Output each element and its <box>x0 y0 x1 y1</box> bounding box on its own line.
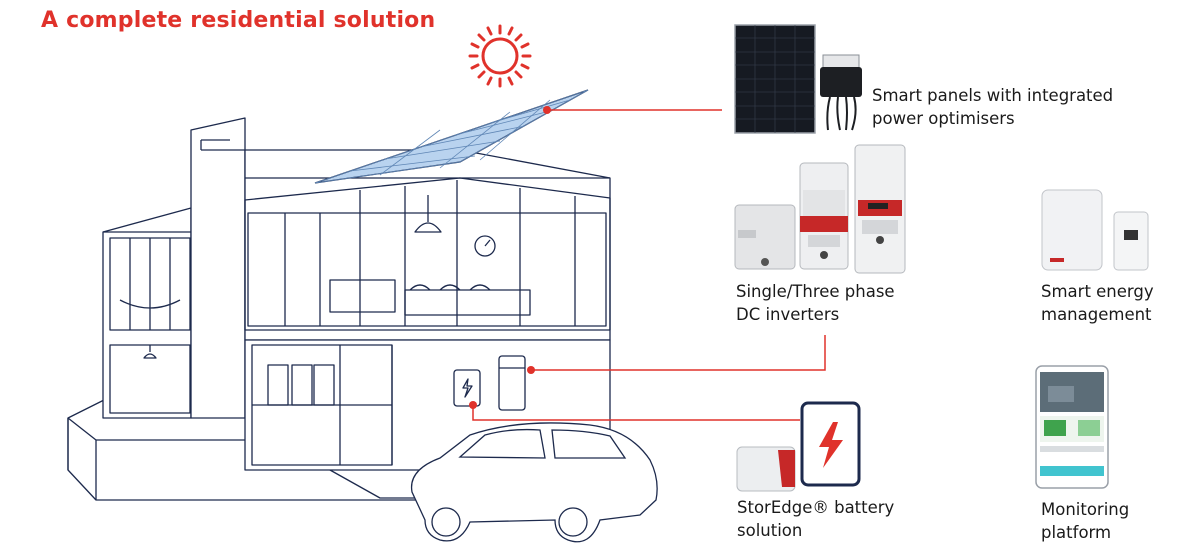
inverters-label: Single/Three phase DC inverters <box>736 280 895 326</box>
battery-connector-dot <box>469 401 477 409</box>
roof-solar-array <box>314 89 589 184</box>
monitoring-label: Monitoring platform <box>1041 498 1129 544</box>
power-optimizer-icon <box>820 54 862 131</box>
panels-label-line1: Smart panels with integrated <box>872 86 1114 105</box>
sun-icon <box>468 24 532 88</box>
battery-label: StorEdge® battery solution <box>737 496 894 542</box>
panels-label: Smart panels with integrated power optim… <box>872 84 1113 130</box>
page-title: A complete residential solution <box>41 8 436 33</box>
inverter-connector-dot <box>527 366 535 374</box>
connector-lines <box>472 109 826 421</box>
monitoring-label-line1: Monitoring <box>1041 500 1130 519</box>
battery-icon <box>736 446 796 492</box>
energy-label-line1: Smart energy <box>1041 282 1154 301</box>
panels-label-line2: power optimisers <box>872 109 1015 128</box>
inverters-label-line2: DC inverters <box>736 305 840 324</box>
car-icon <box>410 422 658 543</box>
battery-label-line1: StorEdge® battery <box>737 498 895 517</box>
panel-connector-dot <box>543 106 551 114</box>
lightning-bolt-icon <box>800 401 861 487</box>
energy-label: Smart energy management <box>1041 280 1154 326</box>
phone-app-icon <box>1035 365 1109 489</box>
energy-meter-icon <box>1041 189 1149 271</box>
house-icon <box>67 117 641 501</box>
solar-panel-icon <box>734 24 816 134</box>
battery-label-line2: solution <box>737 521 803 540</box>
inverter-icon <box>734 144 906 274</box>
energy-label-line2: management <box>1041 305 1152 324</box>
monitoring-label-line2: platform <box>1041 523 1112 542</box>
inverters-label-line1: Single/Three phase <box>736 282 895 301</box>
